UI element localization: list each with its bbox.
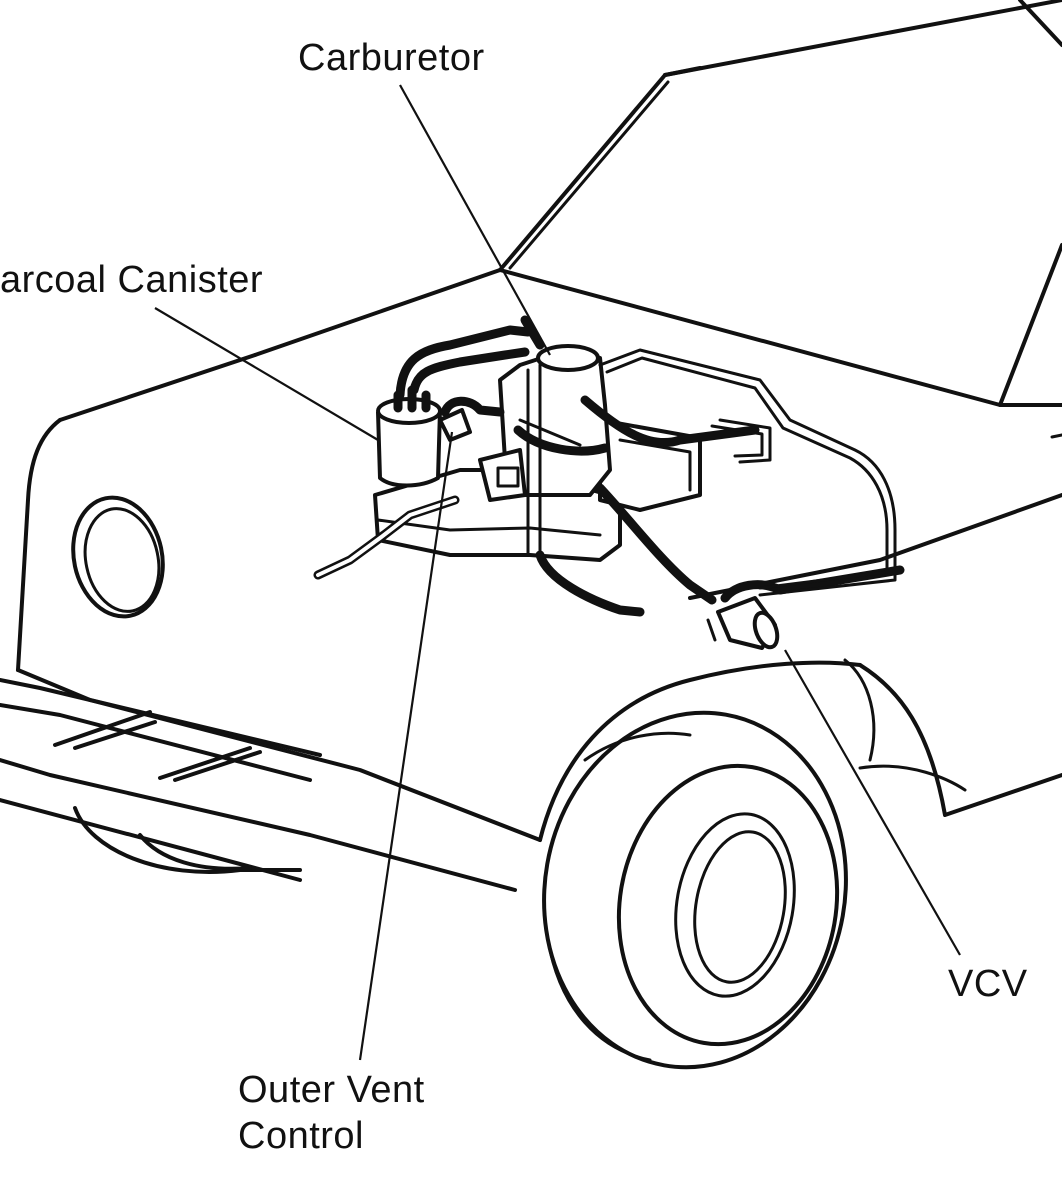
leader-charcoal-canister	[154, 307, 379, 441]
leader-vcv	[784, 649, 961, 956]
carburetor-body	[478, 344, 612, 557]
leader-carburetor	[399, 84, 551, 356]
front-body	[0, 418, 1062, 892]
fuel-lines	[598, 348, 1062, 597]
outer-vent-control-valve	[438, 408, 472, 442]
front-wheel	[542, 710, 848, 1070]
label-charcoal-canister: arcoal Canister	[0, 259, 264, 301]
label-carburetor: Carburetor	[298, 37, 485, 79]
leader-lines	[154, 84, 961, 1061]
vacuum-hoses	[313, 315, 905, 617]
label-vcv: VCV	[948, 963, 1028, 1005]
windshield	[498, 0, 1062, 407]
vcv-valve	[706, 596, 780, 650]
label-outer-vent-control-line2: Control	[238, 1115, 364, 1157]
charcoal-canister	[376, 385, 442, 488]
leader-outer-vent-control	[358, 431, 454, 1061]
label-outer-vent-control-line1: Outer Vent	[238, 1069, 425, 1111]
